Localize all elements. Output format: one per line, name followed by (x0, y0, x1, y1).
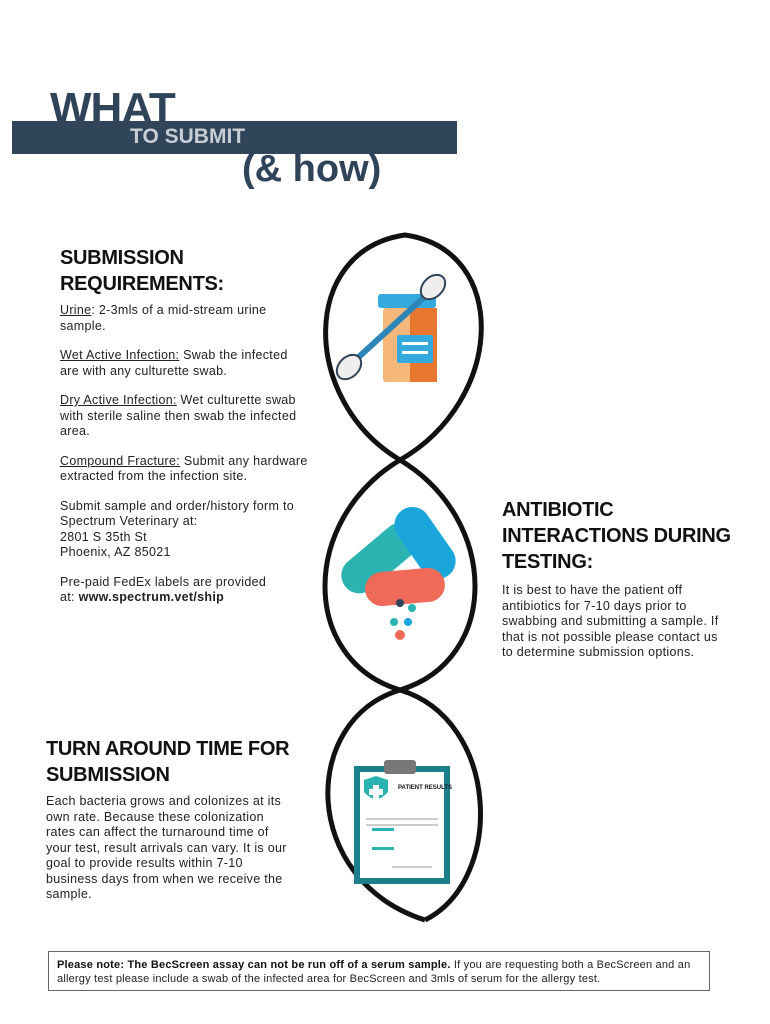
urine-text: : 2-3mls of a mid-stream urine sample. (60, 303, 267, 333)
address-line2: Phoenix, AZ 85021 (60, 545, 171, 559)
note-text: If you are requesting both a BecScreen a… (57, 959, 691, 985)
submission-section: SUBMISSION REQUIREMENTS: Urine: 2-3mls o… (60, 245, 310, 620)
address-line1: 2801 S 35th St (60, 529, 147, 544)
dry-label: Dry Active Infection: (60, 393, 177, 407)
clipboard-icon: PATIENT RESULTS (354, 760, 452, 884)
turnaround-title: TURN AROUND TIME FOR SUBMISSION (46, 738, 290, 786)
turnaround-text: Each bacteria grows and colonizes at its… (46, 794, 287, 901)
urine-label: Urine (60, 303, 92, 317)
clipboard-label: PATIENT RESULTS (398, 785, 452, 791)
sample-jar-icon (335, 273, 447, 382)
title-how: (& how) (242, 148, 382, 190)
submission-title: SUBMISSION REQUIREMENTS: (60, 247, 224, 295)
title-banner (12, 121, 457, 154)
note-bold: Please note: The BecScreen assay can not… (57, 959, 451, 971)
antibiotic-title: ANTIBIOTIC INTERACTIONS DURING TESTING: (502, 499, 731, 573)
fracture-label: Compound Fracture: (60, 453, 181, 468)
fedex-text: Pre-paid FedEx labels are provided at: (60, 574, 267, 605)
pills-icon (341, 506, 456, 640)
title-to-submit: TO SUBMIT (130, 125, 246, 148)
note-box: Please note: The BecScreen assay can not… (48, 951, 710, 991)
wet-label: Wet Active Infection: (60, 348, 180, 362)
turnaround-section: TURN AROUND TIME FOR SUBMISSION Each bac… (46, 736, 326, 917)
antibiotic-section: ANTIBIOTIC INTERACTIONS DURING TESTING: … (502, 497, 762, 675)
antibiotic-text: It is best to have the patient off antib… (502, 583, 719, 659)
fracture-text: Submit any hardware extracted from the i… (60, 453, 308, 484)
dry-text: Wet culturette swab with sterile saline … (60, 393, 297, 438)
fedex-link[interactable]: www.spectrum.vet/ship (78, 590, 225, 604)
submit-text: Submit sample and order/history form to … (60, 498, 295, 529)
wet-text: Swab the infected are with any culturett… (60, 348, 288, 378)
